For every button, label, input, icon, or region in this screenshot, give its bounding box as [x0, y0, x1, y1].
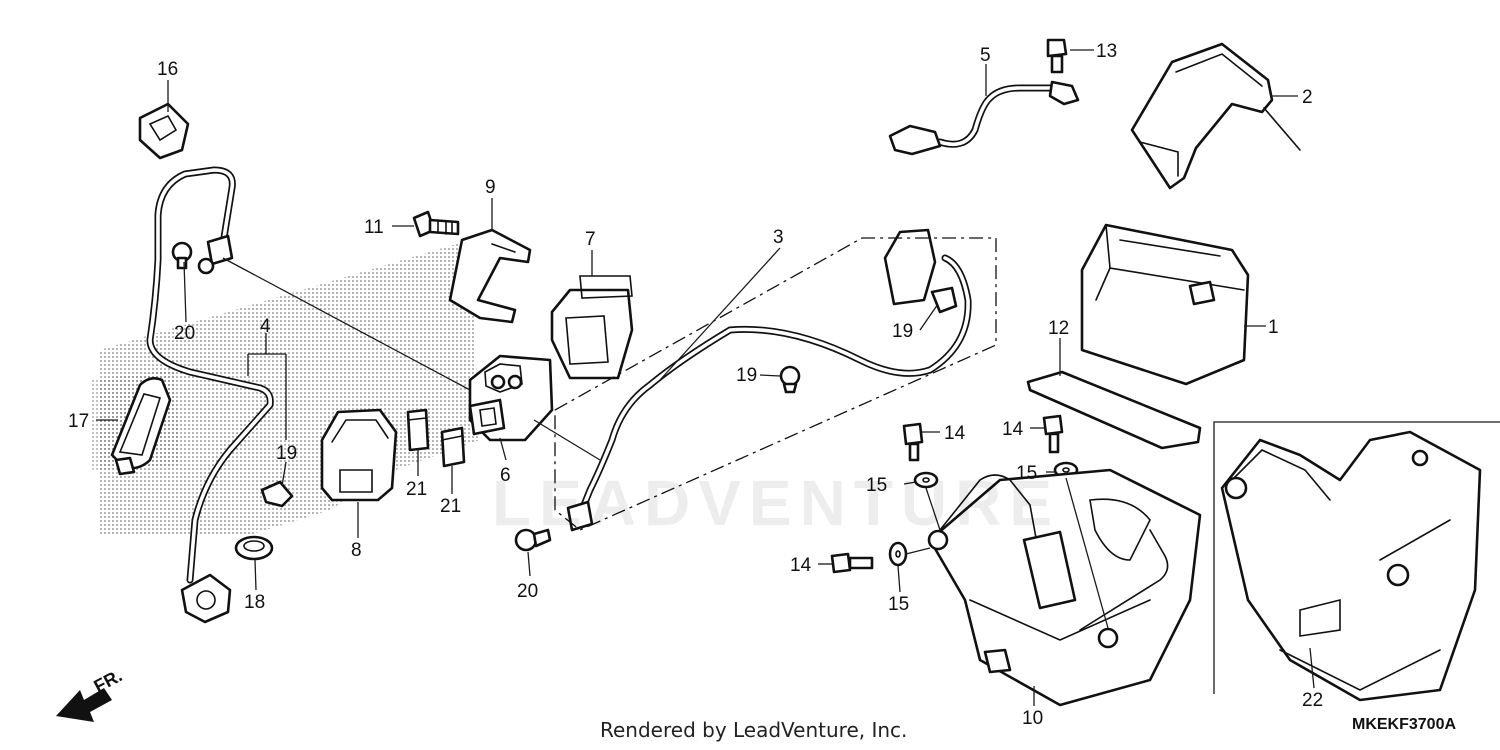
callout-14a: 14: [944, 423, 966, 444]
callout-2: 2: [1302, 87, 1313, 108]
callout-21b: 21: [440, 496, 461, 517]
callout-19b: 19: [736, 365, 757, 386]
bolt-part-14-a: [902, 422, 924, 462]
leader-lines: [96, 49, 1315, 706]
callout-5: 5: [980, 45, 991, 66]
callout-22: 22: [1302, 690, 1323, 711]
battery-pad-part-11: [1026, 370, 1202, 450]
callout-13: 13: [1096, 41, 1117, 62]
callout-7: 7: [585, 229, 596, 250]
bolt-part-13: [1046, 38, 1068, 74]
callout-10: 10: [1022, 708, 1043, 729]
callout-3: 3: [773, 227, 784, 248]
fuse-part-21-left: [406, 408, 430, 452]
holder-part-7: [550, 275, 634, 380]
bolt-part-20-left: [171, 241, 193, 270]
bolt-part-14-b: [1042, 414, 1064, 454]
diagram-code: MKEKF3700A: [1352, 716, 1457, 733]
callout-11: 12: [1048, 318, 1069, 339]
fuse-part-21-right: [440, 426, 466, 468]
battery-box-part-10: [927, 468, 1202, 707]
relay-part-6: [468, 354, 554, 442]
watermark-text: LEADVENTURE: [492, 467, 1061, 539]
washer-part-15-a: [913, 471, 939, 489]
callout-18: 18: [244, 592, 265, 613]
callout-20b: 20: [517, 581, 538, 602]
callout-21a: 21: [406, 479, 427, 500]
bolt-part-14-c: [830, 552, 874, 574]
clip-part-19-mid: [779, 365, 801, 394]
callout-15c: 15: [888, 594, 909, 615]
inset-frame: [1213, 421, 1500, 694]
footer-credit: Rendered by LeadVenture, Inc.: [600, 718, 908, 742]
callout-6: 6: [500, 465, 511, 486]
callout-14c: 14: [790, 555, 812, 576]
callout-14b: 14: [1002, 419, 1024, 440]
callout-16: 16: [157, 59, 178, 80]
battery-box-part-22: [1220, 430, 1482, 702]
callout-15a: 15: [866, 475, 887, 496]
wire-harness-part-4: [146, 166, 274, 624]
front-arrow-icon: [56, 688, 112, 722]
callout-17: 17: [68, 411, 89, 432]
starter-cable-part-3: [566, 228, 972, 532]
clip-part-19-left: [260, 480, 294, 508]
callout-4: 4: [260, 316, 271, 337]
callout-1: 1: [1268, 317, 1279, 338]
ground-cable-part-5: [888, 80, 1080, 156]
callout-19a: 19: [276, 443, 297, 464]
cover-part-17: [110, 377, 172, 476]
callout-9: 9: [485, 177, 496, 198]
callout-15b: 15: [1016, 463, 1037, 484]
bracket-part-9: [448, 228, 532, 324]
washer-part-15-c: [888, 541, 908, 567]
bolt-part-20-bottom: [514, 528, 552, 552]
cover-part-8: [320, 408, 398, 502]
callout-19c: 19: [892, 321, 913, 342]
front-indicator-label: FR.: [90, 665, 125, 696]
callouts: 16 20 4 17 19 18 8 21 21 11 9 7 6 20 3 1…: [68, 41, 1323, 729]
assembly-frame-3: [554, 237, 997, 531]
callout-8: 8: [351, 540, 362, 561]
clip-part-16: [138, 102, 190, 160]
battery-band-part-2: [1130, 42, 1301, 190]
bolt-part-12: [412, 210, 460, 238]
callout-12: 11: [364, 217, 384, 238]
callout-20a: 20: [174, 323, 195, 344]
battery-part-1: [1080, 223, 1250, 386]
band-part-18: [234, 535, 274, 561]
